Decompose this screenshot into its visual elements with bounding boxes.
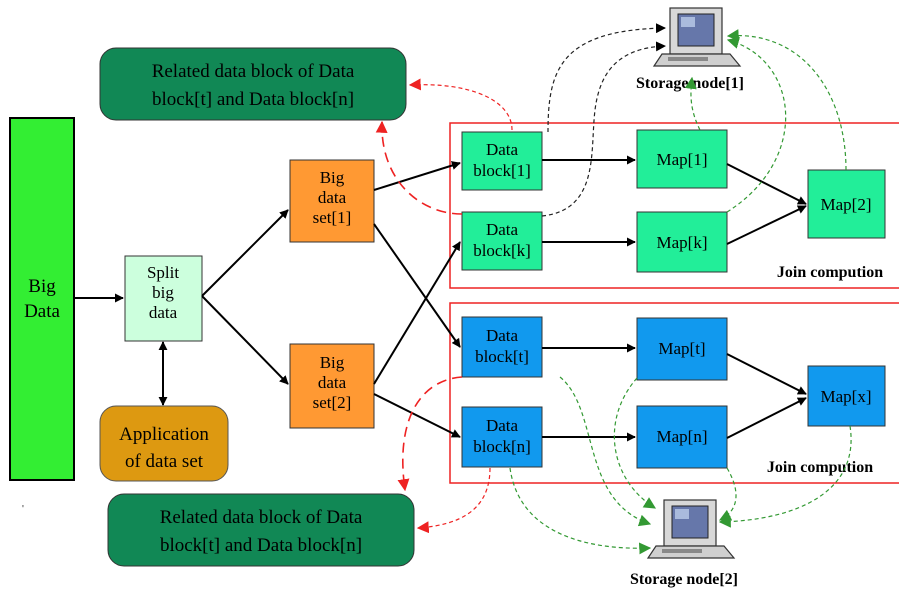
green-dashed-map1-to-storage1 — [684, 76, 701, 131]
split-label-1: Split — [147, 263, 179, 282]
data-block-t-box — [461, 316, 543, 378]
red-long-dash-blockk-to-related-top — [375, 120, 463, 215]
related-bottom-box — [107, 493, 415, 567]
green-dashed-map2-to-storage1 — [726, 29, 847, 171]
map-2-box — [807, 169, 886, 239]
dashed-block1-to-storage1 — [547, 23, 666, 133]
arrow-map1-to-map2 — [726, 163, 807, 205]
big-data-set-1-label-2: data — [318, 188, 347, 207]
related-bottom-label-1: Related data block of Data — [160, 507, 363, 528]
storage-green-arrows — [509, 29, 852, 555]
big-data-set-1-box — [289, 159, 375, 243]
dashed-blockk-to-storage1 — [541, 41, 666, 217]
data-block-n-box — [461, 406, 543, 468]
arrow-set2-to-blockn — [373, 393, 461, 438]
data-block-t-label-2: block[t] — [475, 347, 529, 366]
split-box — [124, 255, 203, 342]
arrow-mapk-to-map2 — [726, 205, 807, 245]
storage-node-1-label: Storage node[1] — [636, 75, 744, 92]
related-top-label-1: Related data block of Data — [152, 61, 355, 82]
big-data-set-2-label-2: data — [318, 373, 347, 392]
arrow-split-to-set1 — [201, 209, 289, 297]
data-block-n-label-1: Data — [486, 416, 519, 435]
arrow-set2-to-blockk — [373, 241, 461, 385]
related-top-box — [99, 47, 407, 121]
red-long-dash-blockt-to-related-bottom — [397, 376, 463, 492]
big-data-set-1-label-1: Big — [320, 168, 345, 187]
flow-arrows — [74, 155, 807, 442]
split-label-2: big — [152, 283, 174, 302]
storage1-black-arrows — [541, 23, 666, 217]
join-frame-1 — [449, 122, 899, 289]
application-label-2: of data set — [125, 451, 204, 472]
split-label-3: data — [149, 303, 178, 322]
arrow-split-to-set2 — [201, 295, 289, 385]
data-block-t-label-1: Data — [486, 326, 519, 345]
arrow-set1-to-block1 — [373, 161, 461, 191]
big-data-set-2-label-1: Big — [320, 353, 345, 372]
map-x-box — [807, 365, 886, 427]
big-data-set-2-box — [289, 343, 375, 429]
map-1-box — [636, 129, 728, 189]
big-data-set-1-label-3: set[1] — [313, 208, 352, 227]
map-n-label: Map[n] — [657, 427, 708, 446]
related-bottom-label-2: block[t] and Data block[n] — [160, 535, 362, 556]
related-arrows — [375, 78, 513, 534]
map-t-label: Map[t] — [658, 339, 705, 358]
map-2-label: Map[2] — [821, 195, 872, 214]
storage-node-2-label: Storage node[2] — [630, 571, 738, 588]
big-data-label-1: Big — [28, 276, 56, 297]
red-dashed-block1-to-related-top — [408, 78, 513, 131]
map-t-box — [636, 317, 728, 381]
red-dashed-blockn-to-related-bottom — [416, 467, 491, 534]
stray-mark: ' — [22, 504, 24, 515]
data-block-1-box — [461, 131, 543, 191]
data-block-1-label-1: Data — [486, 140, 519, 159]
map-k-label: Map[k] — [657, 233, 708, 252]
green-dashed-blockt-to-storage2 — [559, 376, 652, 527]
green-dashed-mapx-to-storage2 — [718, 425, 852, 528]
join-caption-1: Join compution — [777, 264, 883, 281]
application-label-1: Application — [119, 424, 209, 445]
arrow-mapn-to-mapx — [726, 397, 807, 439]
data-block-n-label-2: block[n] — [473, 437, 531, 456]
green-dashed-mapk-to-storage1 — [726, 37, 787, 213]
application-box — [99, 405, 229, 482]
map-n-box — [636, 405, 728, 469]
big-data-box — [9, 117, 75, 481]
green-dashed-mapn-to-storage2 — [718, 467, 737, 521]
arrow-set1-to-blockt — [373, 223, 461, 348]
arrow-mapt-to-mapx — [726, 353, 807, 395]
data-block-1-label-2: block[1] — [473, 161, 531, 180]
map-1-label: Map[1] — [657, 150, 708, 169]
related-top-label-2: block[t] and Data block[n] — [152, 89, 354, 110]
data-block-k-box — [461, 211, 543, 271]
data-block-k-label-1: Data — [486, 220, 519, 239]
storage-node-2-computer-icon — [646, 499, 736, 559]
green-dashed-blockn-to-storage2 — [509, 467, 652, 555]
data-block-k-label-2: block[k] — [473, 241, 531, 260]
big-data-set-2-label-3: set[2] — [313, 393, 352, 412]
join-caption-2: Join compution — [767, 459, 873, 476]
big-data-label-2: Data — [24, 301, 60, 322]
map-k-box — [636, 211, 728, 273]
map-x-label: Map[x] — [821, 387, 872, 406]
join-frame-2 — [449, 302, 899, 484]
storage-node-1-computer-icon — [652, 7, 742, 67]
